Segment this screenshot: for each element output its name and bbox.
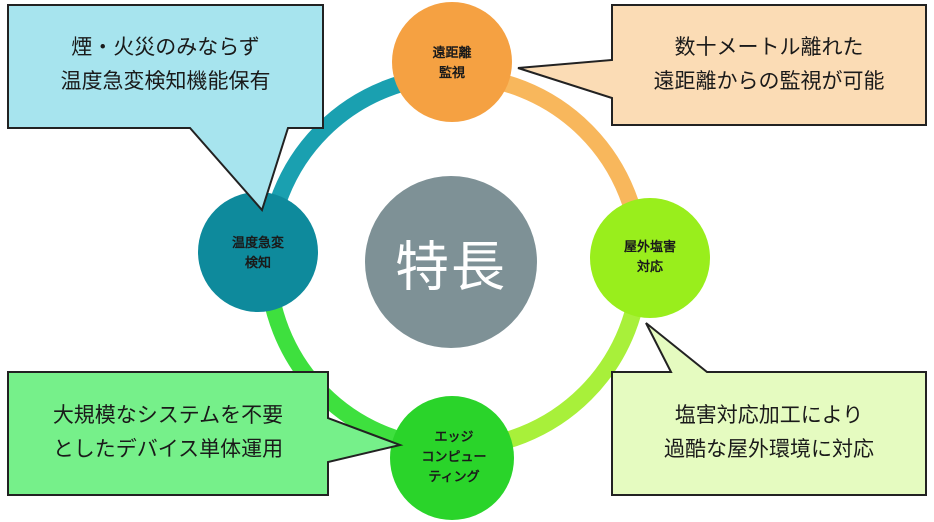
node-label-line: 温度急変 <box>231 235 285 251</box>
node-label-line: コンピュー <box>421 449 487 465</box>
node-label-outdoor: 屋外塩害 対応 <box>624 238 676 278</box>
callout-line: 煙・火災のみならず <box>71 35 260 59</box>
callout-top-right <box>517 4 927 126</box>
callout-bottom-left <box>7 371 404 496</box>
node-label-line: ティング <box>428 470 480 486</box>
callout-line: 温度急変検知機能保有 <box>60 69 271 93</box>
callout-text-top-left: 煙・火災のみならず 温度急変検知機能保有 <box>8 30 323 98</box>
callout-line: としたデバイス単体運用 <box>52 437 284 461</box>
node-circle-edge <box>390 396 514 520</box>
callout-line: 大規模なシステムを不要 <box>52 403 284 427</box>
node-label-remote: 遠距離 監視 <box>432 44 471 84</box>
node-circle-outdoor <box>590 198 710 318</box>
node-label-line: 対応 <box>636 260 664 275</box>
center-circle <box>365 176 537 348</box>
node-circle-remote <box>392 2 512 122</box>
node-label-edge: エッジ コンピュー ティング <box>421 428 486 488</box>
callout-top-left <box>7 4 324 212</box>
node-label-line: 検知 <box>244 256 272 271</box>
callout-text-bottom-right: 塩害対応加工により 過酷な屋外環境に対応 <box>612 398 926 466</box>
callout-text-bottom-left: 大規模なシステムを不要 としたデバイス単体運用 <box>8 398 328 466</box>
callout-text-top-right: 数十メートル離れた 遠距離からの監視が可能 <box>612 30 926 98</box>
callout-bottom-right <box>611 322 927 496</box>
node-label-line: 遠距離 <box>432 45 472 61</box>
callout-line: 数十メートル離れた <box>674 35 864 59</box>
node-label-line: エッジ <box>434 429 474 445</box>
node-label-temp: 温度急変 検知 <box>232 234 284 274</box>
callout-line: 過酷な屋外環境に対応 <box>664 437 874 461</box>
node-label-line: 屋外塩害 <box>623 239 677 255</box>
callout-line: 遠距離からの監視が可能 <box>653 69 885 93</box>
callout-line: 塩害対応加工により <box>674 403 864 427</box>
center-label: 特長 <box>395 235 507 299</box>
node-label-line: 監視 <box>438 66 466 81</box>
node-circle-temp <box>198 192 318 312</box>
